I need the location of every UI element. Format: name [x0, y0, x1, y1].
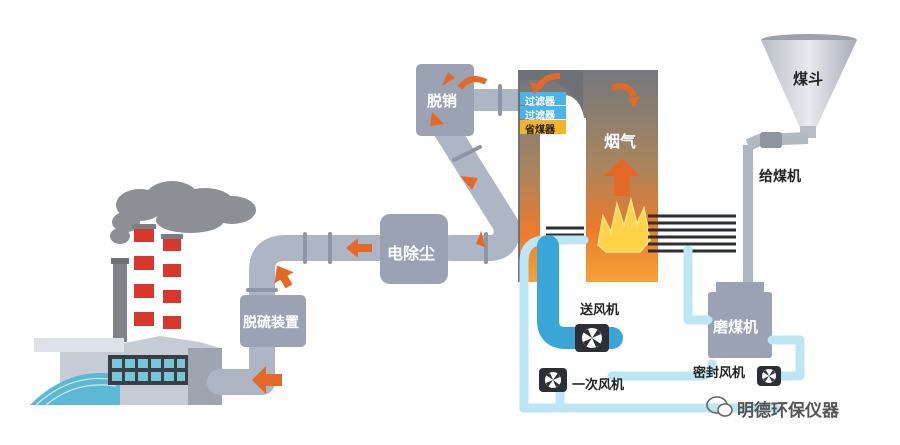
label-flue-gas: 烟气 — [604, 132, 637, 151]
fan-icon — [575, 324, 609, 352]
air-ducts — [519, 235, 805, 413]
denitration-unit — [416, 64, 474, 136]
label-coal-mill: 磨煤机 — [713, 318, 759, 336]
label-desulfurization: 脱硫装置 — [243, 315, 299, 331]
heat-exchanger-tubes — [648, 214, 736, 253]
label-primary-fan: 一次风机 — [572, 378, 625, 393]
label-economizer: 省煤器 — [525, 125, 555, 136]
chimney-left — [132, 224, 156, 338]
coal-mill-unit — [708, 292, 772, 358]
flame-icon — [597, 197, 651, 253]
watermark-text: 明德环保仪器 — [737, 401, 839, 421]
flue-up-arrow — [604, 158, 640, 196]
label-fd-fan: 送风机 — [580, 303, 620, 318]
fan-icon — [539, 368, 567, 392]
flow-arrows — [252, 72, 640, 394]
chimney-right — [161, 234, 183, 338]
coal-feeder-unit — [760, 132, 782, 148]
label-seal-fan: 密封风机 — [693, 366, 746, 381]
filter-stack — [520, 92, 566, 134]
desulfurization-unit — [240, 295, 306, 347]
label-esp: 电除尘 — [387, 244, 436, 263]
fan-icon — [757, 366, 781, 386]
label-filter-1: 过滤器 — [525, 97, 555, 108]
smoke-cloud — [110, 181, 256, 244]
label-filter-2: 过滤器 — [525, 111, 555, 122]
wechat-icon — [706, 396, 733, 417]
factory — [30, 224, 222, 406]
esp-unit — [380, 214, 448, 284]
label-denitration: 脱销 — [427, 92, 458, 110]
label-coal-hopper: 煤斗 — [793, 70, 824, 88]
label-coal-feeder: 给煤机 — [759, 169, 801, 185]
